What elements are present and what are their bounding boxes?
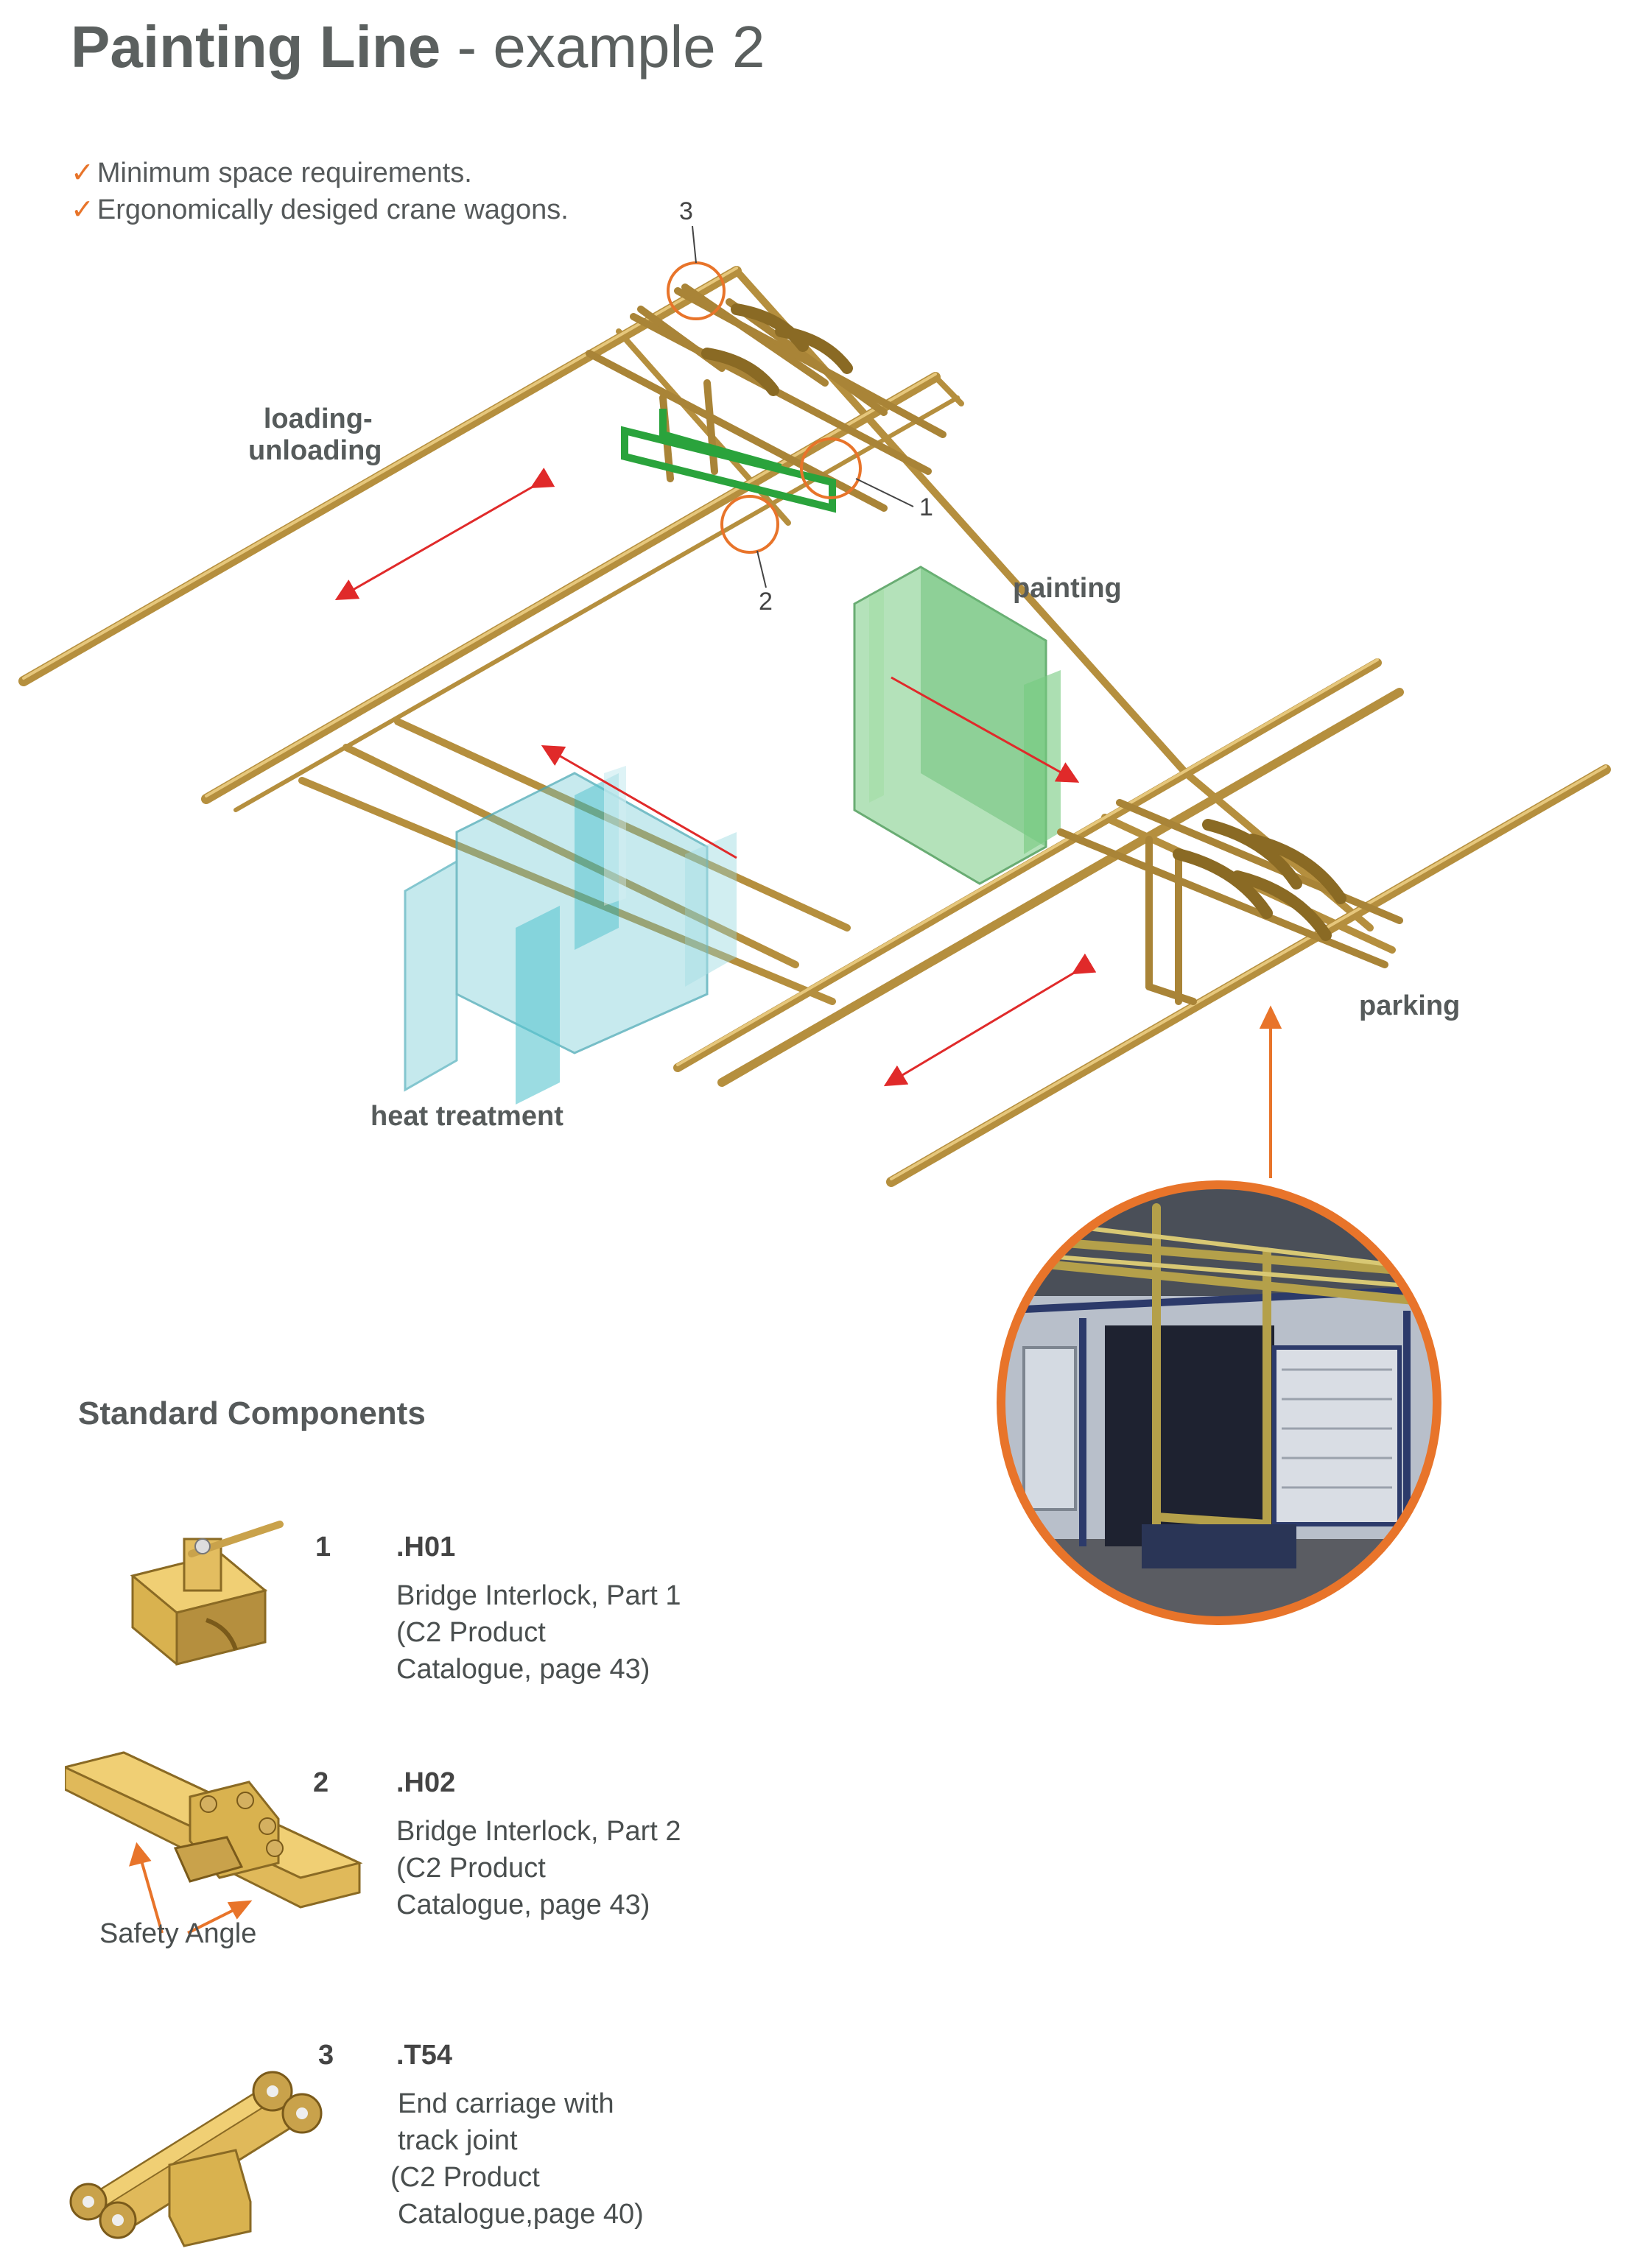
callout-label-1: 1 [919,493,933,521]
zone-label-heat-treatment: heat treatment [371,1101,563,1132]
component-2-description: Bridge Interlock, Part 2 (C2 Product Cat… [396,1813,681,1923]
component-1-code: .H01 [396,1532,456,1563]
component-3-number: 3 [318,2040,334,2071]
installation-photo [994,1178,1444,1627]
component-2-line: (C2 Product [396,1853,546,1884]
component-1-description: Bridge Interlock, Part 1 (C2 Product Cat… [396,1577,681,1688]
arrow-loading [334,468,555,600]
rail-upper [201,372,941,804]
title-rest: - example 2 [457,14,765,80]
component-1-line: (C2 Product [396,1617,546,1648]
component-1-line: Catalogue, page 43) [396,1654,650,1685]
loading-frames [621,409,836,513]
callout-circle-2 [720,495,779,554]
zone-label-loading-line2: unloading [248,435,382,466]
callout-label-3: 3 [679,197,693,225]
component-2-number: 2 [313,1767,329,1798]
callout-circles [667,225,914,588]
component-t54-image [69,2071,323,2247]
bullet-text: Ergonomically desiged crane wagons. [96,194,569,225]
callout-label-2: 2 [759,588,773,616]
zone-label-loading-line1: loading- [263,404,373,434]
rail-front-long [886,764,1611,1187]
bullet-item: ✓Minimum space requirements. [71,156,472,189]
photo-pointer-arrow [1259,1005,1282,1178]
component-h02-image [65,1751,363,1909]
rail-thin [233,395,960,812]
callout-circle-1 [800,437,862,499]
component-3-line: End carriage with [398,2088,614,2119]
component-3-line: (C2 Product [390,2162,540,2193]
heat-treatment-booth [404,766,737,1105]
safety-angle-arrows [129,1842,253,1934]
component-h01-image [130,1521,284,1666]
component-3-line: track joint [398,2125,518,2156]
heat-rail-1 [298,777,836,1005]
page-title: Painting Line - example 2 [71,13,765,81]
painting-booth [853,566,1061,885]
safety-angle-label: Safety Angle [99,1918,257,1949]
rail-diagonal [733,267,1190,777]
direction-arrows [334,468,1097,1087]
zone-label-loading: loading- unloading [248,404,382,467]
component-1-line: Bridge Interlock, Part 1 [396,1580,681,1611]
rail-long-left [18,266,742,686]
component-2-line: Catalogue, page 43) [396,1890,650,1920]
check-icon: ✓ [71,158,94,189]
rail-front-2 [717,688,1404,1087]
loading-crane [586,284,947,512]
component-2-line: Bridge Interlock, Part 2 [396,1816,681,1847]
arrow-front [883,953,1097,1087]
title-bold: Painting Line [71,14,441,80]
component-3-description: End carriage with track joint (C2 Produc… [390,2085,644,2233]
bullet-text: Minimum space requirements. [96,158,472,189]
heat-rail-2 [343,744,799,968]
arrow-painting [891,676,1080,783]
component-3-line: Catalogue,page 40) [398,2199,644,2230]
component-2-code: .H02 [396,1767,456,1798]
painting-line-diagram [18,225,1611,1187]
bullet-item: ✓Ergonomically desiged crane wagons. [71,193,569,226]
zone-label-painting: painting [1013,573,1122,604]
arrow-heat [541,745,737,859]
component-1-number: 1 [315,1532,331,1563]
standard-components-title: Standard Components [78,1395,426,1431]
check-icon: ✓ [71,194,94,225]
parking-crane [1057,799,1403,1005]
rail-front-1 [673,658,1382,1072]
component-3-code: .T54 [396,2040,453,2071]
zone-label-parking: parking [1359,990,1461,1021]
